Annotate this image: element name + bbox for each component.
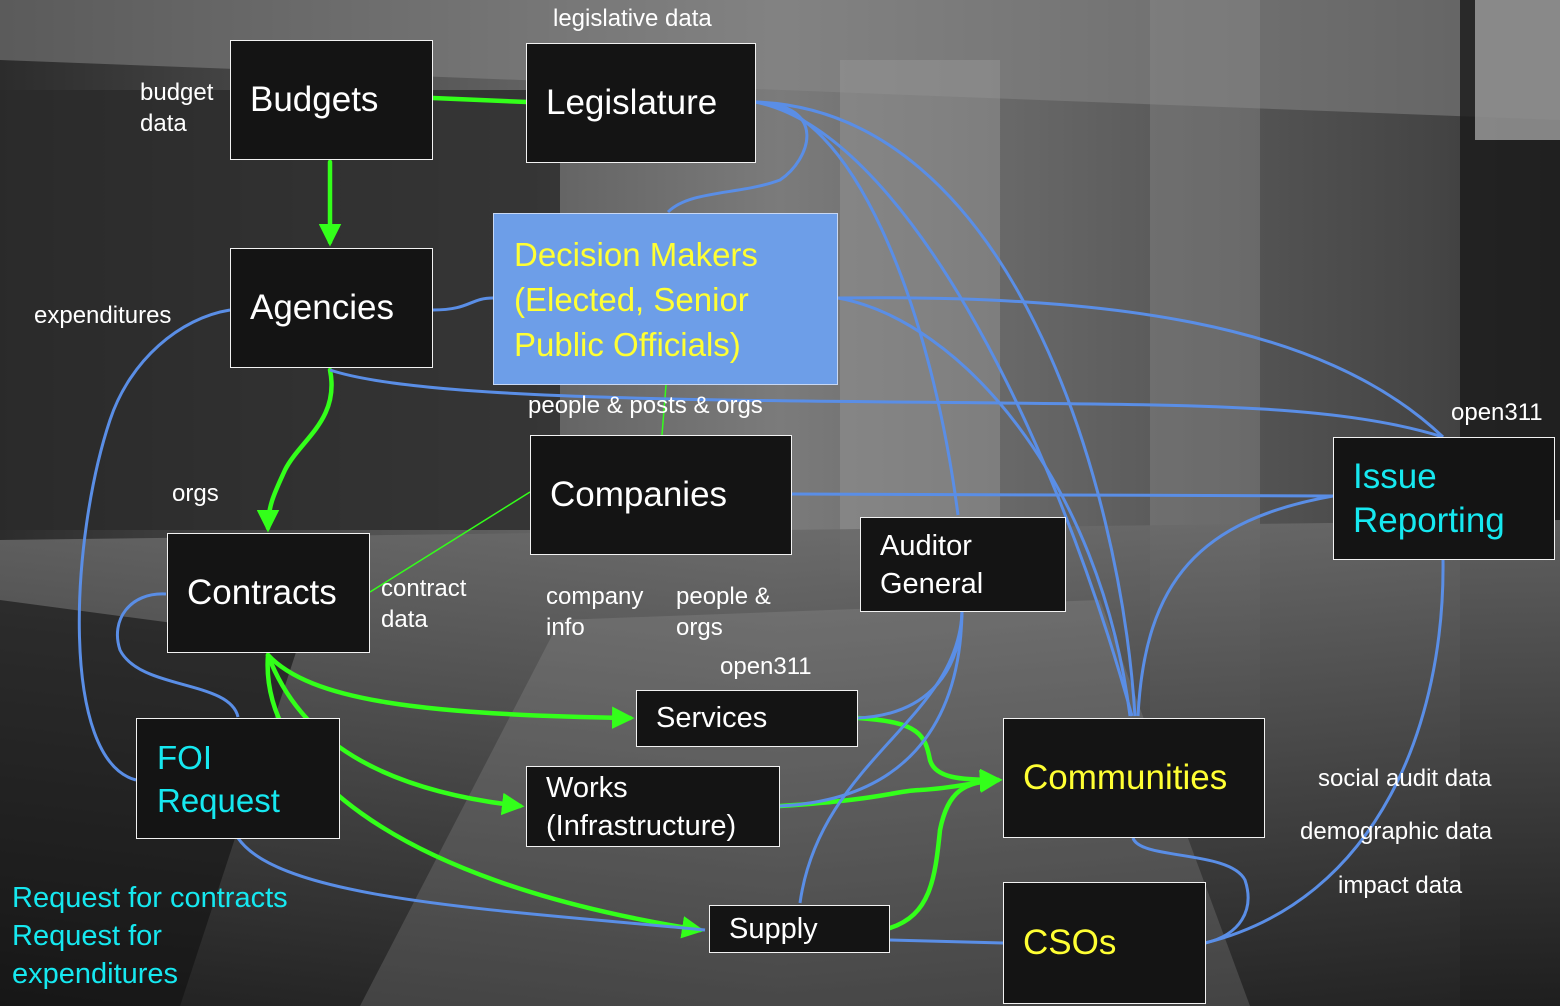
edge-agencies-issue xyxy=(329,368,1444,439)
edge-contracts-services xyxy=(265,652,635,729)
edge-auditor-supply xyxy=(798,611,964,904)
node-contracts: Contracts xyxy=(167,533,370,653)
node-auditor-line1: Auditor xyxy=(880,529,972,562)
node-foi-line2: Request xyxy=(157,781,280,819)
edge-contracts-works xyxy=(265,652,525,816)
edge-services-communities xyxy=(855,715,1003,792)
edge-communities-csos xyxy=(1131,837,1250,945)
node-decision-makers-line3: Public Officials) xyxy=(514,325,741,363)
label-expenditures: expenditures xyxy=(34,302,172,329)
label-social-audit-data: social audit data xyxy=(1318,765,1492,792)
label-demographic-data: demographic data xyxy=(1300,818,1493,845)
label-open311-center: open311 xyxy=(720,653,812,680)
node-communities: Communities xyxy=(1003,718,1265,838)
edge-supply-communities xyxy=(887,769,1003,931)
node-auditor-line2: General xyxy=(880,567,984,600)
node-services-label: Services xyxy=(656,702,768,734)
edge-contracts-companies xyxy=(369,491,531,593)
edge-foi-agencies xyxy=(77,308,231,782)
label-legislative-data: legislative data xyxy=(553,5,712,32)
edge-agencies-contracts xyxy=(256,367,334,533)
node-services: Services xyxy=(636,690,858,747)
edge-companies-issue xyxy=(791,492,1334,498)
edge-decision-companies xyxy=(661,384,667,436)
label-contract-data-1: contract xyxy=(381,575,467,602)
edge-foi-contracts xyxy=(115,592,240,718)
node-auditor-general: Auditor General xyxy=(860,517,1066,612)
node-issue-reporting: Issue Reporting xyxy=(1333,437,1555,560)
node-budgets: Budgets xyxy=(230,40,433,160)
node-foi-request: FOI Request xyxy=(136,718,340,839)
node-decision-makers: Decision Makers (Elected, Senior Public … xyxy=(493,213,838,385)
label-company-info-1: company xyxy=(546,583,644,610)
label-orgs: orgs xyxy=(172,480,219,507)
node-companies: Companies xyxy=(530,435,792,555)
node-decision-makers-line1: Decision Makers xyxy=(514,235,758,273)
edge-legislature-communities-2 xyxy=(754,100,1134,717)
node-decision-makers-line2: (Elected, Senior xyxy=(514,280,749,318)
edge-auditor-works xyxy=(779,611,964,808)
node-works: Works (Infrastructure) xyxy=(526,766,780,847)
label-open311-right: open311 xyxy=(1451,399,1543,426)
edge-legislature-communities xyxy=(754,100,1137,717)
label-people-orgs-2: orgs xyxy=(676,614,723,641)
label-people-posts-orgs: people & posts & orgs xyxy=(528,392,763,419)
edge-decision-communities xyxy=(837,296,1132,717)
node-agencies-label: Agencies xyxy=(250,288,394,327)
label-budget-data-2: data xyxy=(140,110,187,137)
node-csos: CSOs xyxy=(1003,882,1206,1004)
label-impact-data: impact data xyxy=(1338,872,1463,899)
label-request-contracts: Request for contracts xyxy=(12,882,288,914)
node-issue-line2: Reporting xyxy=(1353,500,1505,540)
node-supply-label: Supply xyxy=(729,912,818,945)
node-communities-label: Communities xyxy=(1023,758,1228,797)
edge-supply-csos xyxy=(889,938,1004,945)
edge-contracts-supply xyxy=(265,652,705,939)
edge-decision-issue xyxy=(837,296,1445,439)
edge-budgets-legislature xyxy=(430,95,530,105)
node-issue-line1: Issue xyxy=(1353,456,1437,496)
node-csos-label: CSOs xyxy=(1023,923,1117,962)
node-works-line1: Works xyxy=(546,771,628,804)
label-contract-data-2: data xyxy=(381,606,428,633)
label-request-expenditures: expenditures xyxy=(12,958,179,990)
node-contracts-label: Contracts xyxy=(187,573,337,612)
edge-agencies-decision xyxy=(432,296,494,312)
node-agencies: Agencies xyxy=(230,248,433,368)
node-legislature: Legislature xyxy=(526,43,756,163)
label-people-orgs-1: people & xyxy=(676,583,771,610)
edge-foi-supply xyxy=(236,837,706,932)
node-supply: Supply xyxy=(709,905,890,953)
label-budget-data-1: budget xyxy=(140,79,214,106)
node-legislature-label: Legislature xyxy=(546,83,718,122)
node-budgets-label: Budgets xyxy=(250,80,379,119)
label-company-info-2: info xyxy=(546,614,585,641)
edge-issue-csos xyxy=(1204,559,1445,945)
node-works-line2: (Infrastructure) xyxy=(546,809,737,842)
edge-issue-communities xyxy=(1136,494,1334,717)
node-foi-line1: FOI xyxy=(157,738,212,776)
label-request-for: Request for xyxy=(12,920,162,952)
node-companies-label: Companies xyxy=(550,475,728,514)
